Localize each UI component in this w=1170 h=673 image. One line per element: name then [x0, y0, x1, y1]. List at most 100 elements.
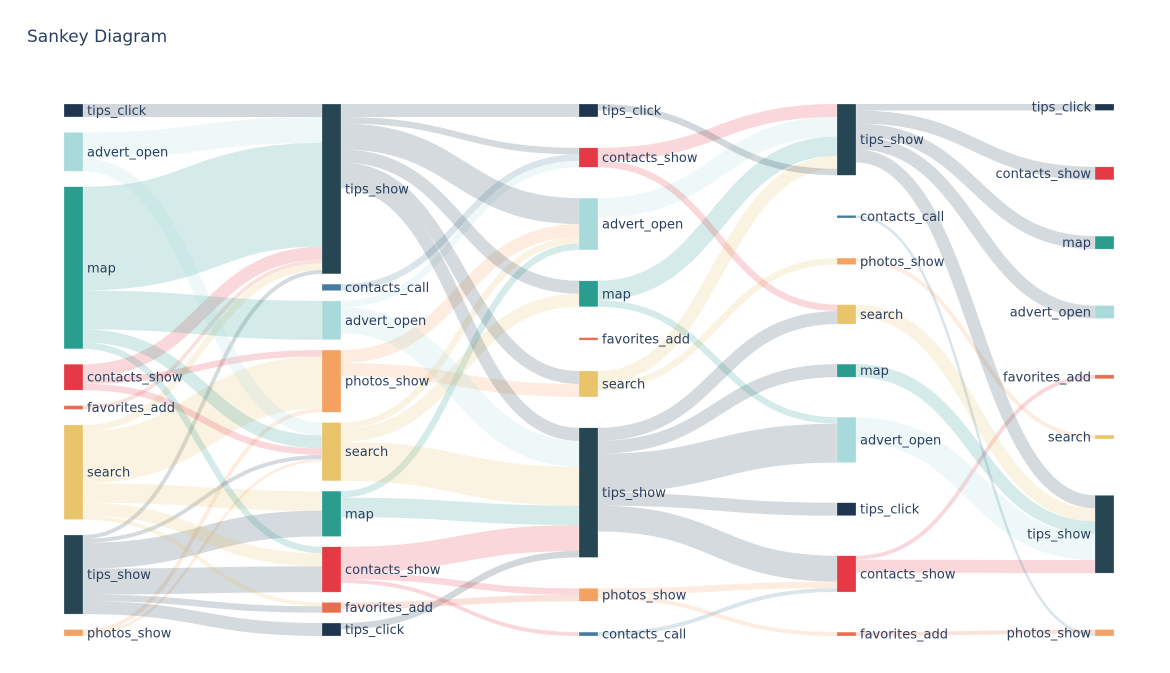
sankey-link[interactable]: [340, 123, 580, 225]
sankey-link[interactable]: [855, 559, 1096, 574]
sankey-node-contacts-call[interactable]: [836, 215, 857, 219]
sankey-link[interactable]: [82, 263, 323, 432]
sankey-node-advert-open[interactable]: [578, 197, 599, 251]
sankey-node-map[interactable]: [836, 363, 857, 378]
sankey-link[interactable]: [597, 423, 838, 493]
sankey-node-contacts-show[interactable]: [578, 147, 599, 168]
sankey-node-tips-show[interactable]: [836, 103, 857, 176]
sankey-link[interactable]: [855, 364, 1096, 535]
sankey-node-advert-open[interactable]: [63, 132, 84, 172]
sankey-link[interactable]: [340, 307, 580, 467]
sankey-node-tips-show[interactable]: [321, 103, 342, 275]
sankey-node-contacts-show[interactable]: [836, 555, 857, 593]
sankey-node-photos-show[interactable]: [578, 588, 599, 602]
sankey-link[interactable]: [82, 454, 323, 543]
sankey-link[interactable]: [82, 408, 323, 634]
sankey-link[interactable]: [82, 356, 323, 484]
sankey-link[interactable]: [82, 350, 323, 384]
sankey-link[interactable]: [340, 243, 580, 498]
sankey-node-contacts-show[interactable]: [321, 546, 342, 593]
sankey-link[interactable]: [597, 364, 838, 454]
sankey-link[interactable]: [855, 136, 1096, 319]
sankey-node-advert-open[interactable]: [1094, 305, 1115, 319]
sankey-node-map[interactable]: [321, 490, 342, 537]
sankey-link[interactable]: [82, 116, 323, 159]
sankey-link[interactable]: [340, 160, 580, 308]
sankey-node-search[interactable]: [63, 424, 84, 520]
sankey-link[interactable]: [82, 383, 323, 455]
sankey-node-photos-show[interactable]: [63, 629, 84, 637]
sankey-node-tips-show[interactable]: [578, 427, 599, 558]
sankey-link[interactable]: [597, 258, 838, 391]
sankey-node-favorites-add[interactable]: [63, 405, 84, 410]
sankey-link[interactable]: [82, 142, 323, 291]
sankey-link[interactable]: [855, 215, 1096, 636]
sankey-node-photos-show[interactable]: [321, 349, 342, 413]
sankey-link[interactable]: [597, 136, 838, 301]
sankey-link[interactable]: [597, 103, 838, 176]
sankey-link[interactable]: [340, 154, 580, 291]
sankey-link[interactable]: [340, 293, 580, 442]
sankey-link[interactable]: [855, 304, 1096, 522]
sankey-link[interactable]: [340, 236, 580, 430]
sankey-link[interactable]: [82, 594, 323, 613]
sankey-link[interactable]: [855, 629, 1096, 637]
sankey-node-advert-open[interactable]: [321, 300, 342, 341]
sankey-node-photos-show[interactable]: [836, 257, 857, 265]
sankey-link[interactable]: [82, 458, 323, 636]
sankey-link[interactable]: [82, 502, 323, 567]
sankey-link[interactable]: [340, 525, 580, 573]
sankey-node-advert-open[interactable]: [836, 416, 857, 463]
sankey-node-contacts-call[interactable]: [578, 631, 599, 637]
sankey-node-contacts-call[interactable]: [321, 283, 342, 291]
sankey-link[interactable]: [597, 505, 838, 582]
sankey-link[interactable]: [82, 158, 323, 436]
sankey-link[interactable]: [82, 515, 323, 607]
sankey-link[interactable]: [340, 579, 580, 637]
sankey-link[interactable]: [340, 362, 580, 397]
sankey-link[interactable]: [855, 374, 1096, 560]
sankey-node-tips-click[interactable]: [578, 103, 599, 118]
sankey-link[interactable]: [597, 311, 838, 441]
sankey-link[interactable]: [82, 259, 323, 410]
sankey-node-favorites-add[interactable]: [1094, 374, 1115, 379]
sankey-link[interactable]: [597, 160, 838, 312]
sankey-link[interactable]: [340, 149, 580, 294]
sankey-link[interactable]: [82, 601, 323, 637]
sankey-node-tips-show[interactable]: [1094, 495, 1115, 574]
sankey-link[interactable]: [82, 483, 323, 511]
sankey-link[interactable]: [597, 492, 838, 516]
sankey-link[interactable]: [340, 116, 580, 155]
sankey-link[interactable]: [340, 162, 580, 384]
sankey-link[interactable]: [855, 258, 1096, 439]
sankey-link[interactable]: [340, 550, 580, 630]
sankey-link[interactable]: [340, 497, 580, 526]
sankey-node-tips-click[interactable]: [63, 103, 84, 118]
sankey-link[interactable]: [82, 566, 323, 595]
sankey-link[interactable]: [597, 103, 838, 161]
sankey-link[interactable]: [340, 175, 580, 441]
sankey-link[interactable]: [82, 329, 323, 449]
sankey-link[interactable]: [340, 441, 580, 506]
sankey-link[interactable]: [597, 116, 838, 218]
sankey-link[interactable]: [855, 417, 1096, 561]
sankey-node-tips-click[interactable]: [836, 502, 857, 516]
sankey-link[interactable]: [855, 110, 1096, 180]
sankey-node-search[interactable]: [321, 422, 342, 482]
sankey-link[interactable]: [597, 588, 838, 637]
sankey-node-tips-show[interactable]: [63, 534, 84, 615]
sankey-node-contacts-show[interactable]: [63, 363, 84, 391]
sankey-node-search[interactable]: [836, 304, 857, 325]
sankey-link[interactable]: [82, 342, 323, 554]
sankey-node-map[interactable]: [578, 280, 599, 307]
sankey-node-search[interactable]: [1094, 434, 1115, 440]
sankey-node-tips-click[interactable]: [321, 622, 342, 637]
sankey-node-favorites-add[interactable]: [321, 602, 342, 614]
sankey-node-favorites-add[interactable]: [578, 337, 599, 341]
sankey-node-tips-click[interactable]: [1094, 103, 1115, 111]
sankey-node-map[interactable]: [1094, 235, 1115, 250]
sankey-node-favorites-add[interactable]: [836, 631, 857, 637]
sankey-link[interactable]: [82, 510, 323, 569]
sankey-link[interactable]: [82, 246, 323, 378]
sankey-link[interactable]: [855, 149, 1096, 509]
